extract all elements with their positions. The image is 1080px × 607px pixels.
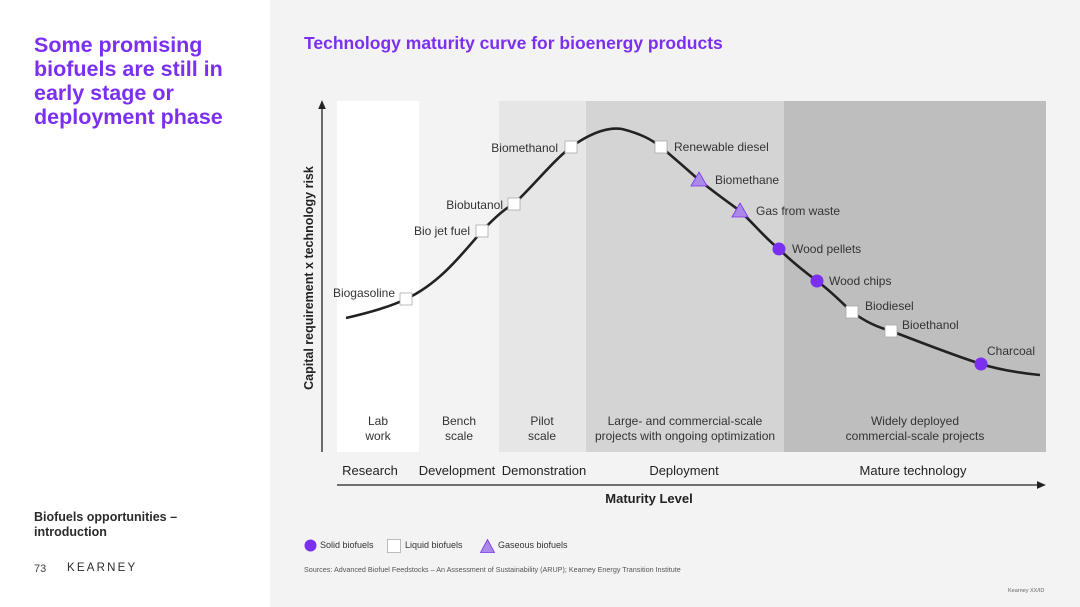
slide-headline: Some promising biofuels are still in ear… (34, 33, 223, 129)
marker-biomethanol (564, 140, 578, 154)
label-gas-from-waste: Gas from waste (756, 204, 840, 218)
marker-renewable-diesel (654, 140, 668, 154)
phase-development: Development (419, 463, 496, 478)
brand-logo: KEARNEY (67, 562, 138, 574)
label-biogasoline: Biogasoline (333, 286, 395, 300)
marker-biodiesel (845, 305, 859, 319)
label-wood-chips: Wood chips (829, 274, 891, 288)
stage-band-deployment (586, 101, 784, 452)
x-axis-title: Maturity Level (605, 491, 692, 506)
marker-charcoal (974, 357, 988, 371)
label-bioethanol: Bioethanol (902, 318, 959, 332)
legend-label-gaseous: Gaseous biofuels (498, 540, 568, 550)
marker-biogasoline (399, 292, 413, 306)
label-biomethane: Biomethane (715, 173, 779, 187)
stage-label-lab-2: work (364, 429, 391, 443)
phase-demonstration: Demonstration (502, 463, 587, 478)
stage-band-development (419, 101, 499, 452)
marker-wood-pellets (772, 242, 786, 256)
label-renewable-diesel: Renewable diesel (674, 140, 769, 154)
marker-wood-chips (810, 274, 824, 288)
stage-label-pilot-2: scale (528, 429, 556, 443)
chart-title: Technology maturity curve for bioenergy … (304, 33, 723, 53)
label-biobutanol: Biobutanol (446, 198, 503, 212)
stage-label-deployment: Large- and commercial-scale (608, 414, 763, 428)
stage-label-bench-2: scale (445, 429, 473, 443)
footer-id: Kearney XX/ID (1008, 588, 1045, 594)
label-wood-pellets: Wood pellets (792, 242, 861, 256)
stage-band-demonstration (499, 101, 586, 452)
solid-biofuel-icon (304, 539, 317, 552)
marker-biomethane (690, 171, 708, 187)
liquid-biofuel-icon (387, 539, 401, 553)
legend-label-liquid: Liquid biofuels (405, 540, 463, 550)
legend-label-solid: Solid biofuels (320, 540, 374, 550)
stage-label-bench: Bench (442, 414, 476, 428)
stage-label-pilot: Pilot (530, 414, 554, 428)
phase-deployment: Deployment (649, 463, 719, 478)
page-number: 73 (34, 563, 47, 575)
source-note: Sources: Advanced Biofuel Feedstocks – A… (304, 565, 681, 574)
label-biodiesel: Biodiesel (865, 299, 914, 313)
stage-band-mature (784, 101, 1046, 452)
stage-label-mature: Widely deployed (871, 414, 959, 428)
section-label: Biofuels opportunities – introduction (34, 510, 178, 539)
stage-label-deployment-2: projects with ongoing optimization (595, 429, 775, 443)
phase-research: Research (342, 463, 398, 478)
gaseous-biofuel-icon (480, 539, 495, 553)
marker-bioethanol (884, 324, 898, 338)
stage-label-lab: Lab (368, 414, 388, 428)
marker-biobutanol (507, 197, 521, 211)
stage-label-mature-2: commercial-scale projects (846, 429, 985, 443)
marker-bio-jet-fuel (475, 224, 489, 238)
stage-band-research (337, 101, 419, 452)
label-biomethanol: Biomethanol (491, 141, 558, 155)
label-charcoal: Charcoal (987, 344, 1035, 358)
label-bio-jet-fuel: Bio jet fuel (414, 224, 470, 238)
left-panel (0, 0, 270, 607)
phase-mature: Mature technology (860, 463, 967, 478)
y-axis-title: Capital requirement x technology risk (302, 166, 316, 390)
marker-gas-from-waste (731, 202, 749, 218)
